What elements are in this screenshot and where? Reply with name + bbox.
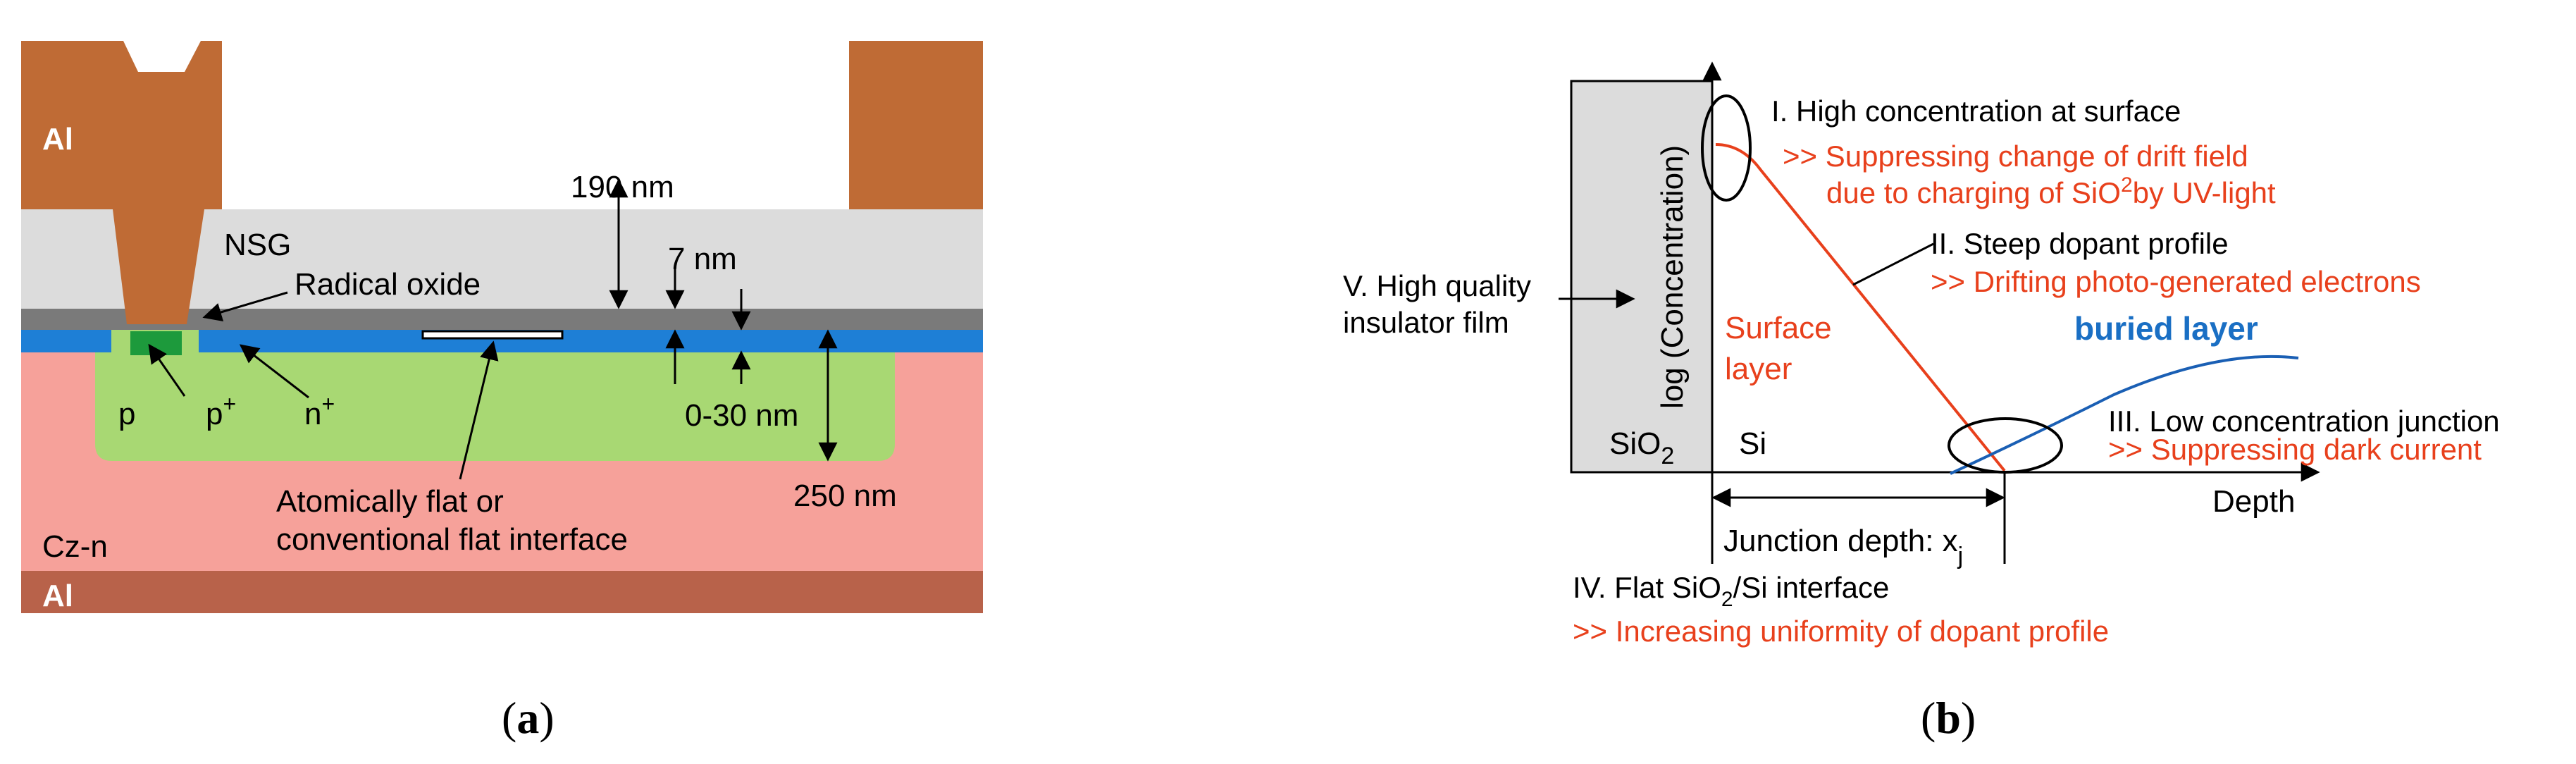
buried-layer-curve bbox=[1950, 355, 2299, 475]
aluminum-right-contact bbox=[849, 41, 983, 209]
dim-250-label: 250 nm bbox=[793, 479, 897, 513]
p-plus-region bbox=[130, 331, 182, 355]
surface-concentration-ellipse bbox=[1701, 94, 1752, 202]
p-label: p bbox=[118, 397, 135, 431]
panel-a-device-cross-section: Al Al NSG Radical oxide 190 nm 7 nm 0-30… bbox=[21, 41, 983, 743]
sio2-label: SiO2 bbox=[1609, 426, 1674, 469]
panel-b-dopant-profile: log (Concentration) Depth SiO2 Si Surfac… bbox=[1343, 61, 2500, 743]
annotation-i-title: I. High concentration at surface bbox=[1771, 94, 2181, 128]
nsg-label: NSG bbox=[224, 228, 291, 262]
dim-7-label: 7 nm bbox=[668, 242, 737, 276]
annotation-ii-title: II. Steep dopant profile bbox=[1931, 227, 2229, 260]
surface-layer-label-line2: layer bbox=[1725, 352, 1792, 386]
al-top-label: Al bbox=[42, 122, 73, 156]
dim-190-label: 190 nm bbox=[571, 170, 674, 204]
n-plus-leader bbox=[239, 344, 309, 399]
surface-layer-label-line1: Surface bbox=[1725, 311, 1832, 345]
surface-layer-curve bbox=[1715, 143, 2006, 472]
buried-layer-label: buried layer bbox=[2074, 310, 2258, 347]
annotation-iv-title: IV. Flat SiO2/Si interface bbox=[1573, 571, 1889, 611]
interface-label-line1: Atomically flat or bbox=[276, 484, 504, 519]
p-region bbox=[95, 345, 895, 461]
interface-label-line2: conventional flat interface bbox=[276, 522, 628, 557]
si-label: Si bbox=[1739, 426, 1766, 461]
aluminum-bottom-electrode bbox=[21, 571, 983, 613]
panel-b-caption: (b) bbox=[1921, 693, 1976, 743]
annotation-v-line1: V. High quality bbox=[1343, 269, 1531, 302]
interface-leader bbox=[459, 340, 499, 480]
n-plus-label: n+ bbox=[304, 391, 335, 431]
steep-profile-leader bbox=[1852, 242, 1934, 286]
annotation-iii-effect: >> Suppressing dark current bbox=[2108, 433, 2482, 466]
annotation-iv-effect: >> Increasing uniformity of dopant profi… bbox=[1573, 615, 2109, 648]
cz-n-label: Cz-n bbox=[42, 529, 108, 564]
panel-a-caption: (a) bbox=[502, 693, 555, 743]
annotation-i-effect-line2: due to charging of SiO2by UV-light bbox=[1826, 173, 2276, 209]
interface-marker bbox=[421, 330, 564, 340]
dim-0-30-label: 0-30 nm bbox=[685, 398, 798, 433]
aluminum-left-contact bbox=[21, 41, 222, 324]
p-plus-label: p+ bbox=[206, 391, 236, 431]
sio2-oxide-region bbox=[1570, 80, 1714, 474]
x-axis-label: Depth bbox=[2212, 484, 2295, 519]
radical-oxide-leader bbox=[202, 291, 288, 322]
radical-oxide-label: Radical oxide bbox=[295, 267, 481, 302]
annotation-ii-effect: >> Drifting photo-generated electrons bbox=[1931, 265, 2421, 298]
annotation-v-line2: insulator film bbox=[1343, 306, 1509, 339]
junction-ellipse bbox=[1948, 417, 2063, 474]
p-plus-leader bbox=[148, 343, 186, 397]
annotation-iii-title: III. Low concentration junction bbox=[2108, 405, 2500, 438]
y-axis-label: log (Concentration) bbox=[1655, 145, 1690, 409]
al-bottom-label: Al bbox=[42, 579, 73, 613]
junction-depth-label: Junction depth: xj bbox=[1723, 524, 1963, 569]
annotation-i-effect-line1: >> Suppressing change of drift field bbox=[1783, 140, 2248, 173]
